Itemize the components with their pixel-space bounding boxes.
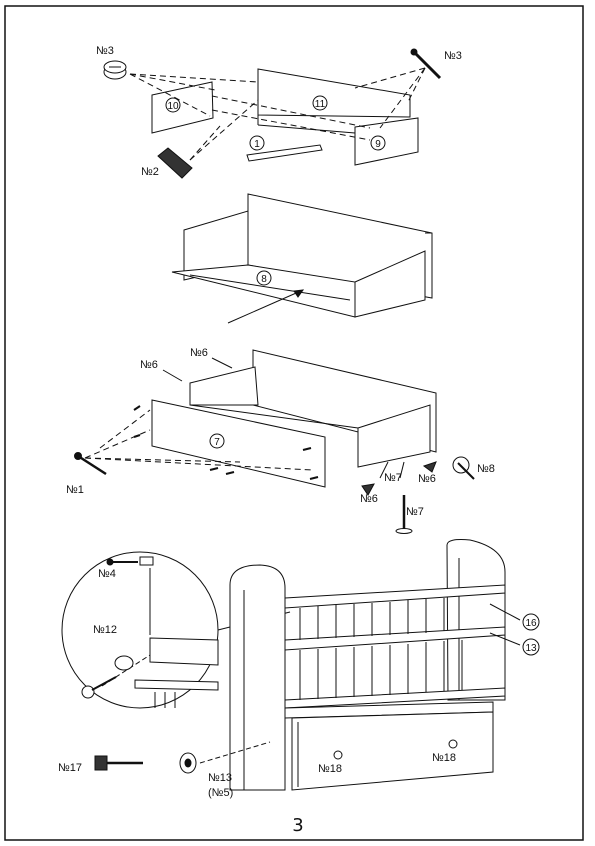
label-no4: №4: [98, 568, 116, 580]
screw-no4-icon: [106, 558, 138, 566]
part-13-label: 13: [525, 643, 537, 654]
label-no7-b: №7: [406, 506, 424, 518]
label-no17: №17: [58, 762, 82, 774]
part-1-label: 1: [254, 139, 260, 150]
long-screw-icon: [74, 452, 107, 476]
page-number: 3: [292, 815, 303, 836]
label-no3-right: №3: [444, 50, 462, 62]
label-no2: №2: [141, 166, 159, 178]
wood-screw-icon: [395, 495, 413, 534]
label-no18-b: №18: [432, 752, 456, 764]
crib-slats: [299, 598, 463, 700]
label-no6-b: №6: [190, 347, 208, 359]
label-no12: №12: [93, 624, 117, 636]
step-drawer-panels-diagram: 10 11 9 1: [96, 45, 462, 179]
part-11-label: 11: [315, 99, 326, 110]
eccentric-detail-icon: [81, 655, 134, 699]
bolt-no17-icon: [94, 755, 143, 771]
label-no1: №1: [66, 484, 84, 496]
part-8-label: 8: [261, 274, 267, 285]
caster-wheel-icon: [452, 456, 475, 480]
confirmat-screw-icon: [410, 48, 442, 80]
part-7-label: 7: [214, 437, 220, 448]
label-no5: (№5): [208, 787, 233, 799]
step-drawer-box-diagram: 8: [171, 193, 433, 324]
part-16-label: 16: [525, 618, 537, 629]
part-10-label: 10: [167, 101, 179, 112]
label-no18-a: №18: [318, 763, 342, 775]
drawer-corner-icon: [361, 461, 437, 496]
label-no13: №13: [208, 772, 232, 784]
page-border: [4, 5, 584, 841]
label-no7-a: №7: [384, 472, 402, 484]
step-drawer-front-diagram: 7 №1 №6 №6: [66, 347, 495, 534]
wooden-dowel-icon: [157, 147, 193, 179]
barrel-nut-icon: [179, 752, 197, 774]
step-crib-assembly-diagram: №4 №12: [58, 539, 540, 799]
eccentric-nut-icon: [103, 60, 127, 80]
part-9-label: 9: [375, 139, 381, 150]
label-no6-d: №6: [360, 493, 378, 505]
label-no8: №8: [477, 463, 495, 475]
label-no6-c: №6: [418, 473, 436, 485]
label-no6-a: №6: [140, 359, 158, 371]
label-no3-left: №3: [96, 45, 114, 57]
